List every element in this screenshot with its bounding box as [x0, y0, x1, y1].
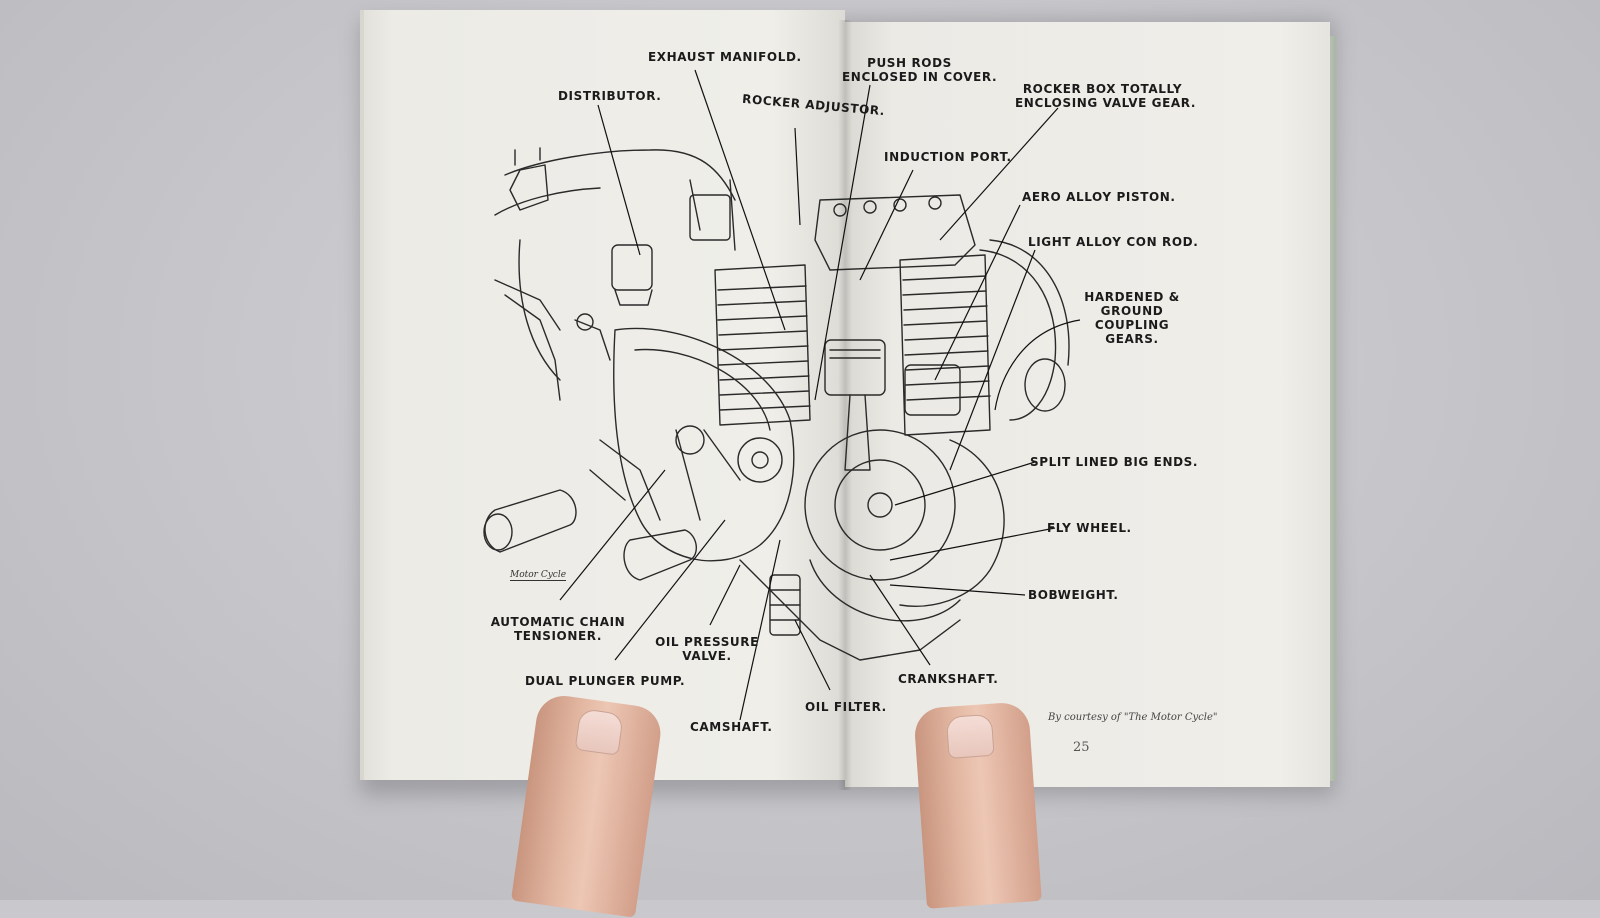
page-number: 25	[1073, 740, 1090, 755]
label-chain-tensioner-line2: TENSIONER.	[514, 629, 602, 643]
label-coupling-gears-line1: HARDENED &	[1084, 290, 1180, 304]
label-automatic-chain-tensioner: AUTOMATIC CHAIN TENSIONER.	[488, 615, 628, 643]
label-coupling-gears-line4: GEARS.	[1105, 332, 1159, 346]
label-exhaust-manifold: EXHAUST MANIFOLD.	[648, 50, 802, 64]
right-fingernail	[945, 713, 995, 759]
label-oil-pressure-line1: OIL PRESSURE	[655, 635, 759, 649]
booklet-spine	[838, 20, 852, 790]
right-finger	[913, 701, 1042, 909]
label-coupling-gears-line2: GROUND	[1100, 304, 1164, 318]
label-oil-pressure-line2: VALVE.	[682, 649, 732, 663]
label-chain-tensioner-line1: AUTOMATIC CHAIN	[490, 615, 626, 629]
label-distributor: DISTRIBUTOR.	[558, 89, 662, 103]
label-oil-filter: OIL FILTER.	[805, 700, 887, 714]
label-split-lined-big-ends: SPLIT LINED BIG ENDS.	[1030, 455, 1199, 469]
label-bobweight: BOBWEIGHT.	[1028, 588, 1119, 602]
label-oil-pressure-valve: OIL PRESSURE VALVE.	[652, 635, 762, 663]
label-light-alloy-con-rod: LIGHT ALLOY CON ROD.	[1028, 235, 1199, 249]
left-fingernail	[574, 708, 624, 756]
label-aero-alloy-piston: AERO ALLOY PISTON.	[1022, 190, 1176, 204]
label-rocker-box: ROCKER BOX TOTALLY ENCLOSING VALVE GEAR.	[1015, 82, 1197, 110]
label-fly-wheel: FLY WHEEL.	[1047, 521, 1132, 535]
left-page	[360, 10, 845, 780]
label-coupling-gears: HARDENED & GROUND COUPLING GEARS.	[1082, 290, 1182, 346]
motor-cycle-logo: Motor Cycle	[510, 570, 567, 581]
label-dual-plunger-pump: DUAL PLUNGER PUMP.	[525, 674, 686, 688]
label-push-rods-line1: PUSH RODS	[867, 56, 952, 70]
label-push-rods: PUSH RODS ENCLOSED IN COVER.	[842, 56, 998, 84]
label-crankshaft: CRANKSHAFT.	[898, 672, 999, 686]
credit-line: By courtesy of "The Motor Cycle"	[1048, 712, 1218, 723]
label-camshaft: CAMSHAFT.	[690, 720, 773, 734]
label-induction-port: INDUCTION PORT.	[884, 150, 1012, 164]
label-push-rods-line2: ENCLOSED IN COVER.	[842, 70, 998, 84]
label-rocker-box-line1: ROCKER BOX TOTALLY	[1022, 82, 1183, 96]
label-coupling-gears-line3: COUPLING	[1094, 318, 1170, 332]
label-rocker-box-line2: ENCLOSING VALVE GEAR.	[1015, 96, 1197, 110]
